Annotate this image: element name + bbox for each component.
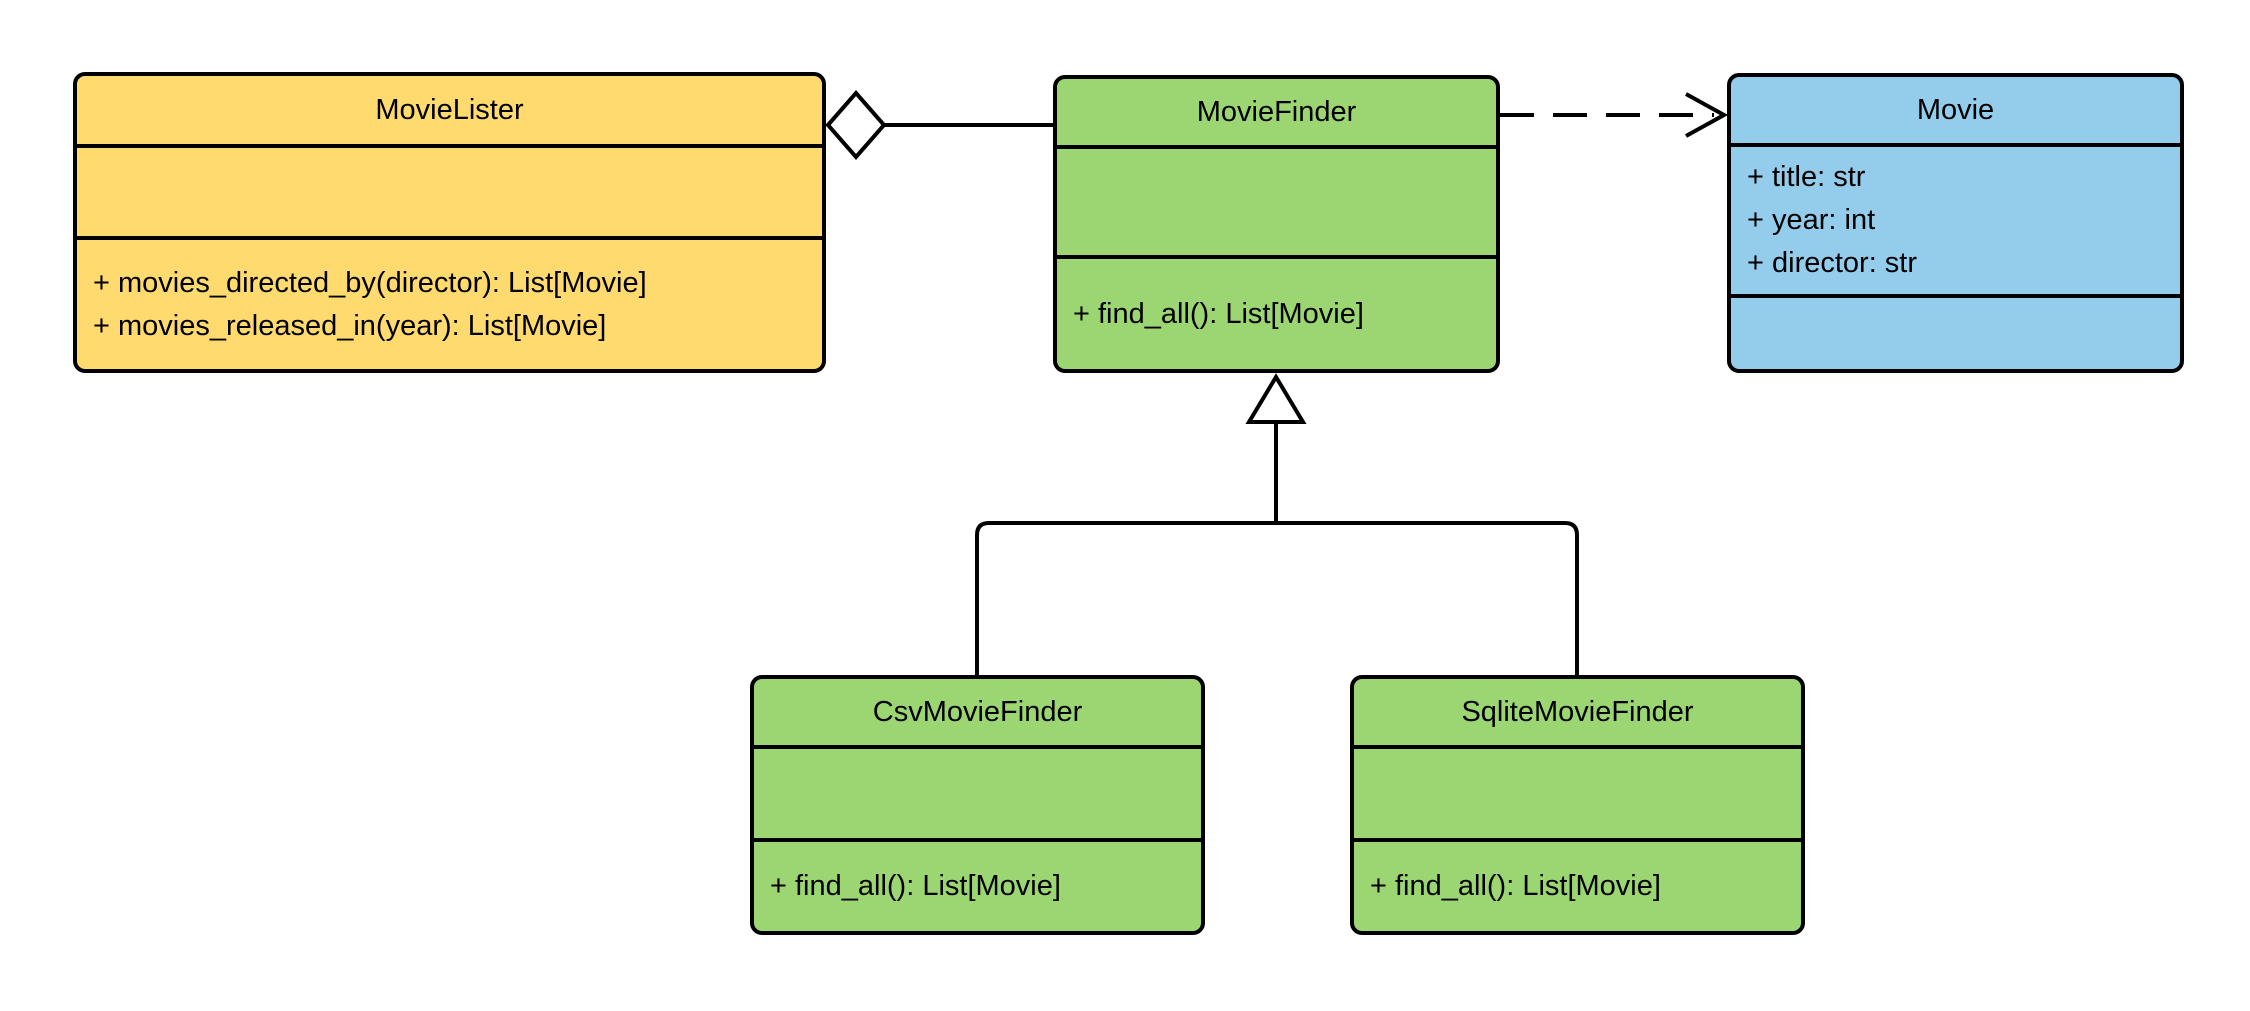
class-title: CsvMovieFinder	[754, 679, 1201, 745]
inheritance-branch-line	[975, 521, 1579, 675]
dependency-connector-moviefinder-movie	[1500, 92, 1729, 138]
attributes-compartment	[77, 144, 822, 236]
class-title: MovieLister	[77, 76, 822, 144]
class-name-label: Movie	[1916, 93, 1995, 126]
class-movie: Movie + title: str + year: int + directo…	[1727, 73, 2184, 373]
hollow-triangle-icon	[1245, 373, 1307, 424]
class-name-label: CsvMovieFinder	[872, 695, 1083, 728]
method-label: + movies_directed_by(director): List[Mov…	[93, 266, 647, 299]
attributes-compartment	[1057, 145, 1496, 255]
class-name-label: MovieLister	[375, 93, 524, 126]
class-csvmoviefinder: CsvMovieFinder + find_all(): List[Movie]	[750, 675, 1205, 935]
attribute-label: + title: str	[1747, 161, 1866, 193]
open-arrowhead-icon	[1685, 92, 1729, 138]
attributes-compartment: + title: str + year: int + director: str	[1731, 143, 2180, 294]
hollow-diamond-icon	[825, 89, 887, 161]
attribute-label: + director: str	[1747, 247, 1918, 279]
method-label: + movies_released_in(year): List[Movie]	[93, 309, 607, 342]
class-title: SqliteMovieFinder	[1354, 679, 1801, 745]
methods-compartment	[1731, 294, 2180, 369]
methods-compartment: + find_all(): List[Movie]	[1354, 838, 1801, 931]
class-name-label: MovieFinder	[1196, 95, 1357, 128]
method-label: + find_all(): List[Movie]	[1073, 297, 1364, 330]
inheritance-connector-children-moviefinder	[975, 373, 1579, 675]
attributes-compartment	[1354, 745, 1801, 838]
class-movielister: MovieLister + movies_directed_by(directo…	[73, 72, 826, 373]
class-name-label: SqliteMovieFinder	[1461, 695, 1694, 728]
class-title: MovieFinder	[1057, 79, 1496, 145]
methods-compartment: + movies_directed_by(director): List[Mov…	[77, 236, 822, 369]
methods-compartment: + find_all(): List[Movie]	[754, 838, 1201, 931]
aggregation-connector-movielister-moviefinder	[825, 89, 1053, 161]
attributes-compartment	[754, 745, 1201, 838]
attribute-label: + year: int	[1747, 204, 1876, 236]
class-title: Movie	[1731, 77, 2180, 143]
method-label: + find_all(): List[Movie]	[770, 870, 1061, 902]
methods-compartment: + find_all(): List[Movie]	[1057, 255, 1496, 369]
class-sqlitemoviefinder: SqliteMovieFinder + find_all(): List[Mov…	[1350, 675, 1805, 935]
class-moviefinder: MovieFinder + find_all(): List[Movie]	[1053, 75, 1500, 373]
method-label: + find_all(): List[Movie]	[1370, 870, 1661, 902]
